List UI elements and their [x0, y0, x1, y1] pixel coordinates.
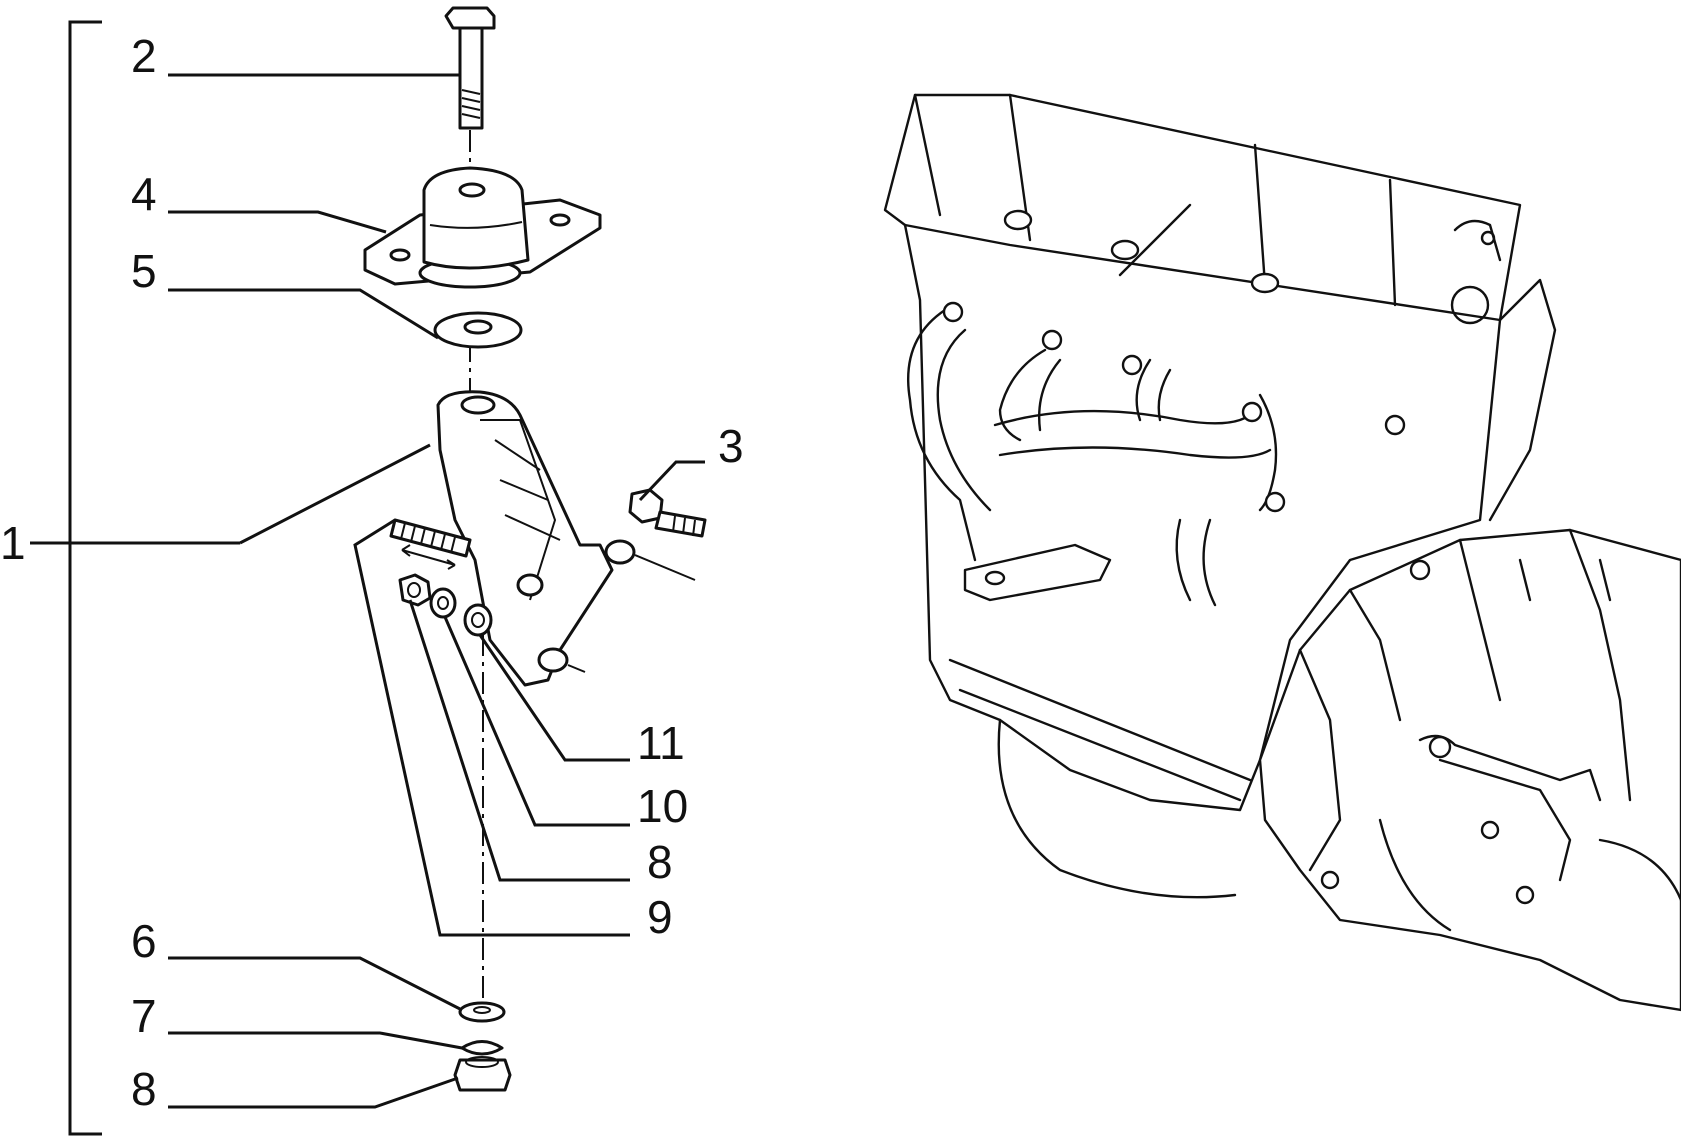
- washer-part-6: [458, 1001, 506, 1023]
- washer-part-11: [463, 603, 493, 637]
- nut-part-8-upper: [398, 573, 432, 607]
- nut-part-8-lower: [453, 1056, 512, 1092]
- bolt-part-2: [444, 6, 496, 130]
- callout-10: 10: [637, 780, 688, 832]
- washer-part-10: [429, 587, 457, 619]
- lock-washer-part-7: [460, 1040, 504, 1056]
- callout-1: 1: [0, 517, 26, 569]
- callout-6: 6: [131, 915, 157, 967]
- stud-part-9: [389, 518, 472, 570]
- gearbox-illustration: [1258, 528, 1681, 1012]
- callout-5: 5: [131, 245, 157, 297]
- bolt-part-3: [628, 488, 707, 538]
- rubber-mount-part-4: [363, 166, 602, 289]
- washer-part-5: [433, 311, 523, 349]
- callout-11: 11: [637, 717, 685, 769]
- engine-block-illustration: [883, 93, 1557, 899]
- support-bracket: [436, 390, 696, 687]
- callout-8-lower: 8: [131, 1063, 157, 1115]
- callout-3: 3: [718, 420, 744, 472]
- callout-9: 9: [647, 891, 673, 943]
- callout-8-upper: 8: [647, 836, 673, 888]
- callout-7: 7: [131, 990, 157, 1042]
- callout-labels: 1 2 3 4 5 6 7 8 8 9 10 11: [0, 30, 744, 1115]
- assembly-bracket: [30, 20, 431, 1136]
- leader-lines: [168, 73, 705, 1109]
- callout-2: 2: [131, 30, 157, 82]
- callout-4: 4: [131, 168, 157, 220]
